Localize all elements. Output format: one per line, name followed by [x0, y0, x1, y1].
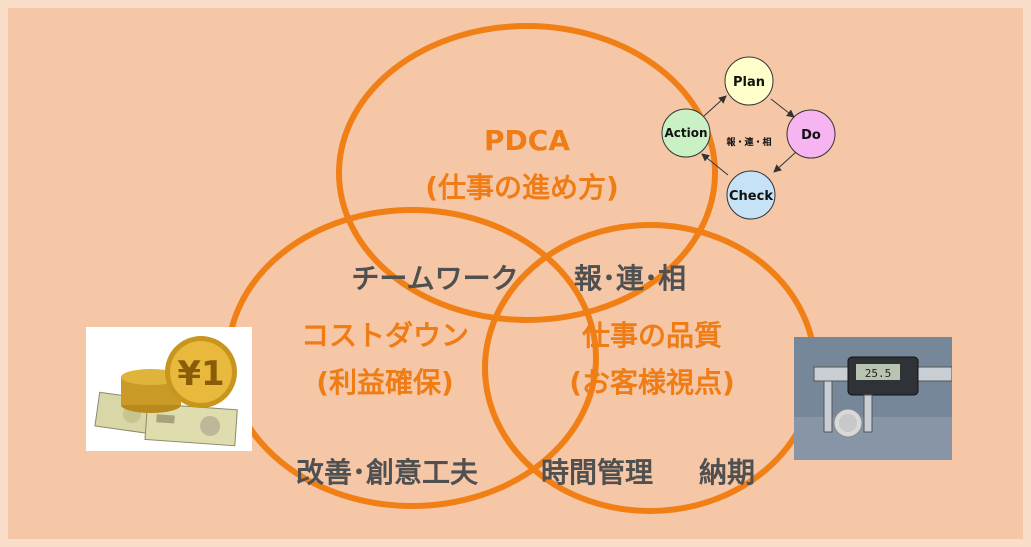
yen-coins-icon: ¥1 [86, 327, 252, 451]
quality-subtitle: (お客様視点) [569, 366, 735, 399]
check-node [726, 170, 776, 220]
pdca-subtitle: (仕事の進め方) [425, 171, 619, 204]
do-node [786, 109, 836, 159]
plan-node [724, 56, 774, 106]
time-management-label: 時間管理 [541, 456, 653, 489]
arrow-do-check [773, 151, 797, 173]
pdca-title: PDCA [484, 124, 570, 157]
teamwork-label: チームワーク [351, 262, 518, 295]
quality-title: 仕事の品質 [581, 319, 722, 352]
kaizen-label: 改善･創意工夫 [296, 456, 479, 489]
caliper-icon: 25.5 [794, 337, 952, 460]
pdca-center-label: 報・連・相 [726, 136, 771, 148]
deadline-label: 納期 [699, 456, 755, 489]
action-label: Action [664, 126, 707, 140]
arrow-action-plan [703, 95, 727, 117]
cost-down-subtitle: (利益確保) [316, 366, 454, 399]
cost-down-title: コストダウン [301, 319, 469, 352]
pdca-cycle: Plan Do Check Action 報・連・相 [661, 56, 836, 220]
arrow-plan-do [770, 98, 795, 118]
check-label: Check [729, 189, 773, 204]
svg-text:25.5: 25.5 [865, 367, 892, 380]
circle-pdca [336, 23, 718, 323]
plan-label: Plan [733, 75, 765, 90]
do-label: Do [801, 128, 821, 143]
hourensou-label: 報･連･相 [574, 262, 686, 295]
arrow-check-action [701, 153, 729, 176]
action-node [661, 108, 711, 158]
svg-text:¥1: ¥1 [177, 354, 224, 394]
